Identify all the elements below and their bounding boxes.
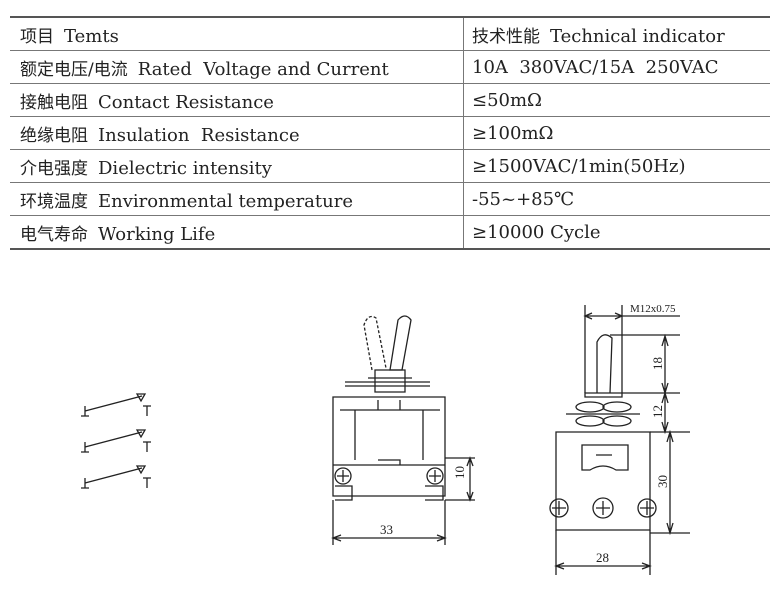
- lever-dim: 18: [650, 357, 665, 370]
- table-row: 绝缘电阻 Insulation Resistance ≥100mΩ: [10, 116, 770, 150]
- side-width-dim: 28: [596, 550, 609, 565]
- circuit-schematic: [81, 393, 151, 489]
- table-row: 环境温度 Environmental temperature -55~+85℃: [10, 182, 770, 216]
- row-value: 10A 380VAC/15A 250VAC: [463, 50, 770, 84]
- side-view-drawing: M12x0.75 18 12 30 28: [549, 303, 690, 575]
- row-label: 环境温度 Environmental temperature: [10, 182, 464, 216]
- front-width-dim: 33: [380, 522, 393, 537]
- body-height-dim: 30: [655, 475, 670, 488]
- front-height-dim: 10: [452, 466, 467, 479]
- row-value: ≥1500VAC/1min(50Hz): [463, 149, 770, 183]
- table-row: 介电强度 Dielectric intensity ≥1500VAC/1min(5…: [10, 149, 770, 183]
- row-label-en: Working Life: [98, 223, 216, 245]
- switch-pole: [81, 429, 151, 453]
- header-value-cn: 技术性能: [472, 26, 540, 47]
- table-header-row: 项目 Temts 技术性能 Technical indicator: [10, 16, 770, 51]
- table-row: 接触电阻 Contact Resistance ≤50mΩ: [10, 83, 770, 117]
- table-row: 电气寿命 Working Life ≥10000 Cycle: [10, 215, 770, 250]
- row-label-en: Environmental temperature: [98, 190, 353, 212]
- switch-pole: [81, 465, 151, 489]
- row-label: 电气寿命 Working Life: [10, 215, 464, 250]
- row-label-cn: 环境温度: [20, 191, 88, 212]
- row-label-en: Rated Voltage and Current: [137, 58, 389, 80]
- row-label: 接触电阻 Contact Resistance: [10, 83, 464, 117]
- row-label-en: Insulation Resistance: [98, 124, 300, 146]
- switch-pole: [81, 393, 151, 417]
- bushing-dim: 12: [650, 405, 665, 418]
- header-value: 技术性能 Technical indicator: [463, 16, 770, 51]
- thread-spec: M12x0.75: [630, 303, 676, 315]
- header-item-en: Temts: [64, 25, 119, 47]
- row-label-cn: 介电强度: [20, 158, 88, 179]
- header-item-cn: 项目: [20, 26, 54, 47]
- row-label-cn: 额定电压/电流: [20, 59, 128, 80]
- row-value: ≥10000 Cycle: [463, 215, 770, 250]
- table-row: 额定电压/电流 Rated Voltage and Current 10A 380…: [10, 50, 770, 84]
- row-label-en: Contact Resistance: [98, 91, 274, 113]
- header-value-en: Technical indicator: [550, 25, 725, 47]
- row-label: 绝缘电阻 Insulation Resistance: [10, 116, 464, 150]
- header-item: 项目 Temts: [10, 16, 464, 51]
- row-value: -55~+85℃: [463, 182, 770, 216]
- row-value: ≥100mΩ: [463, 116, 770, 150]
- row-label: 额定电压/电流 Rated Voltage and Current: [10, 50, 464, 84]
- row-label-cn: 电气寿命: [20, 224, 88, 245]
- spec-table: 项目 Temts 技术性能 Technical indicator 额定电压/电流 R…: [10, 16, 770, 250]
- front-view-drawing: 10 33: [331, 315, 475, 545]
- row-label-cn: 接触电阻: [20, 92, 88, 113]
- row-label-en: Dielectric intensity: [98, 157, 272, 179]
- row-value: ≤50mΩ: [463, 83, 770, 117]
- row-label-cn: 绝缘电阻: [20, 125, 88, 146]
- row-label: 介电强度 Dielectric intensity: [10, 149, 464, 183]
